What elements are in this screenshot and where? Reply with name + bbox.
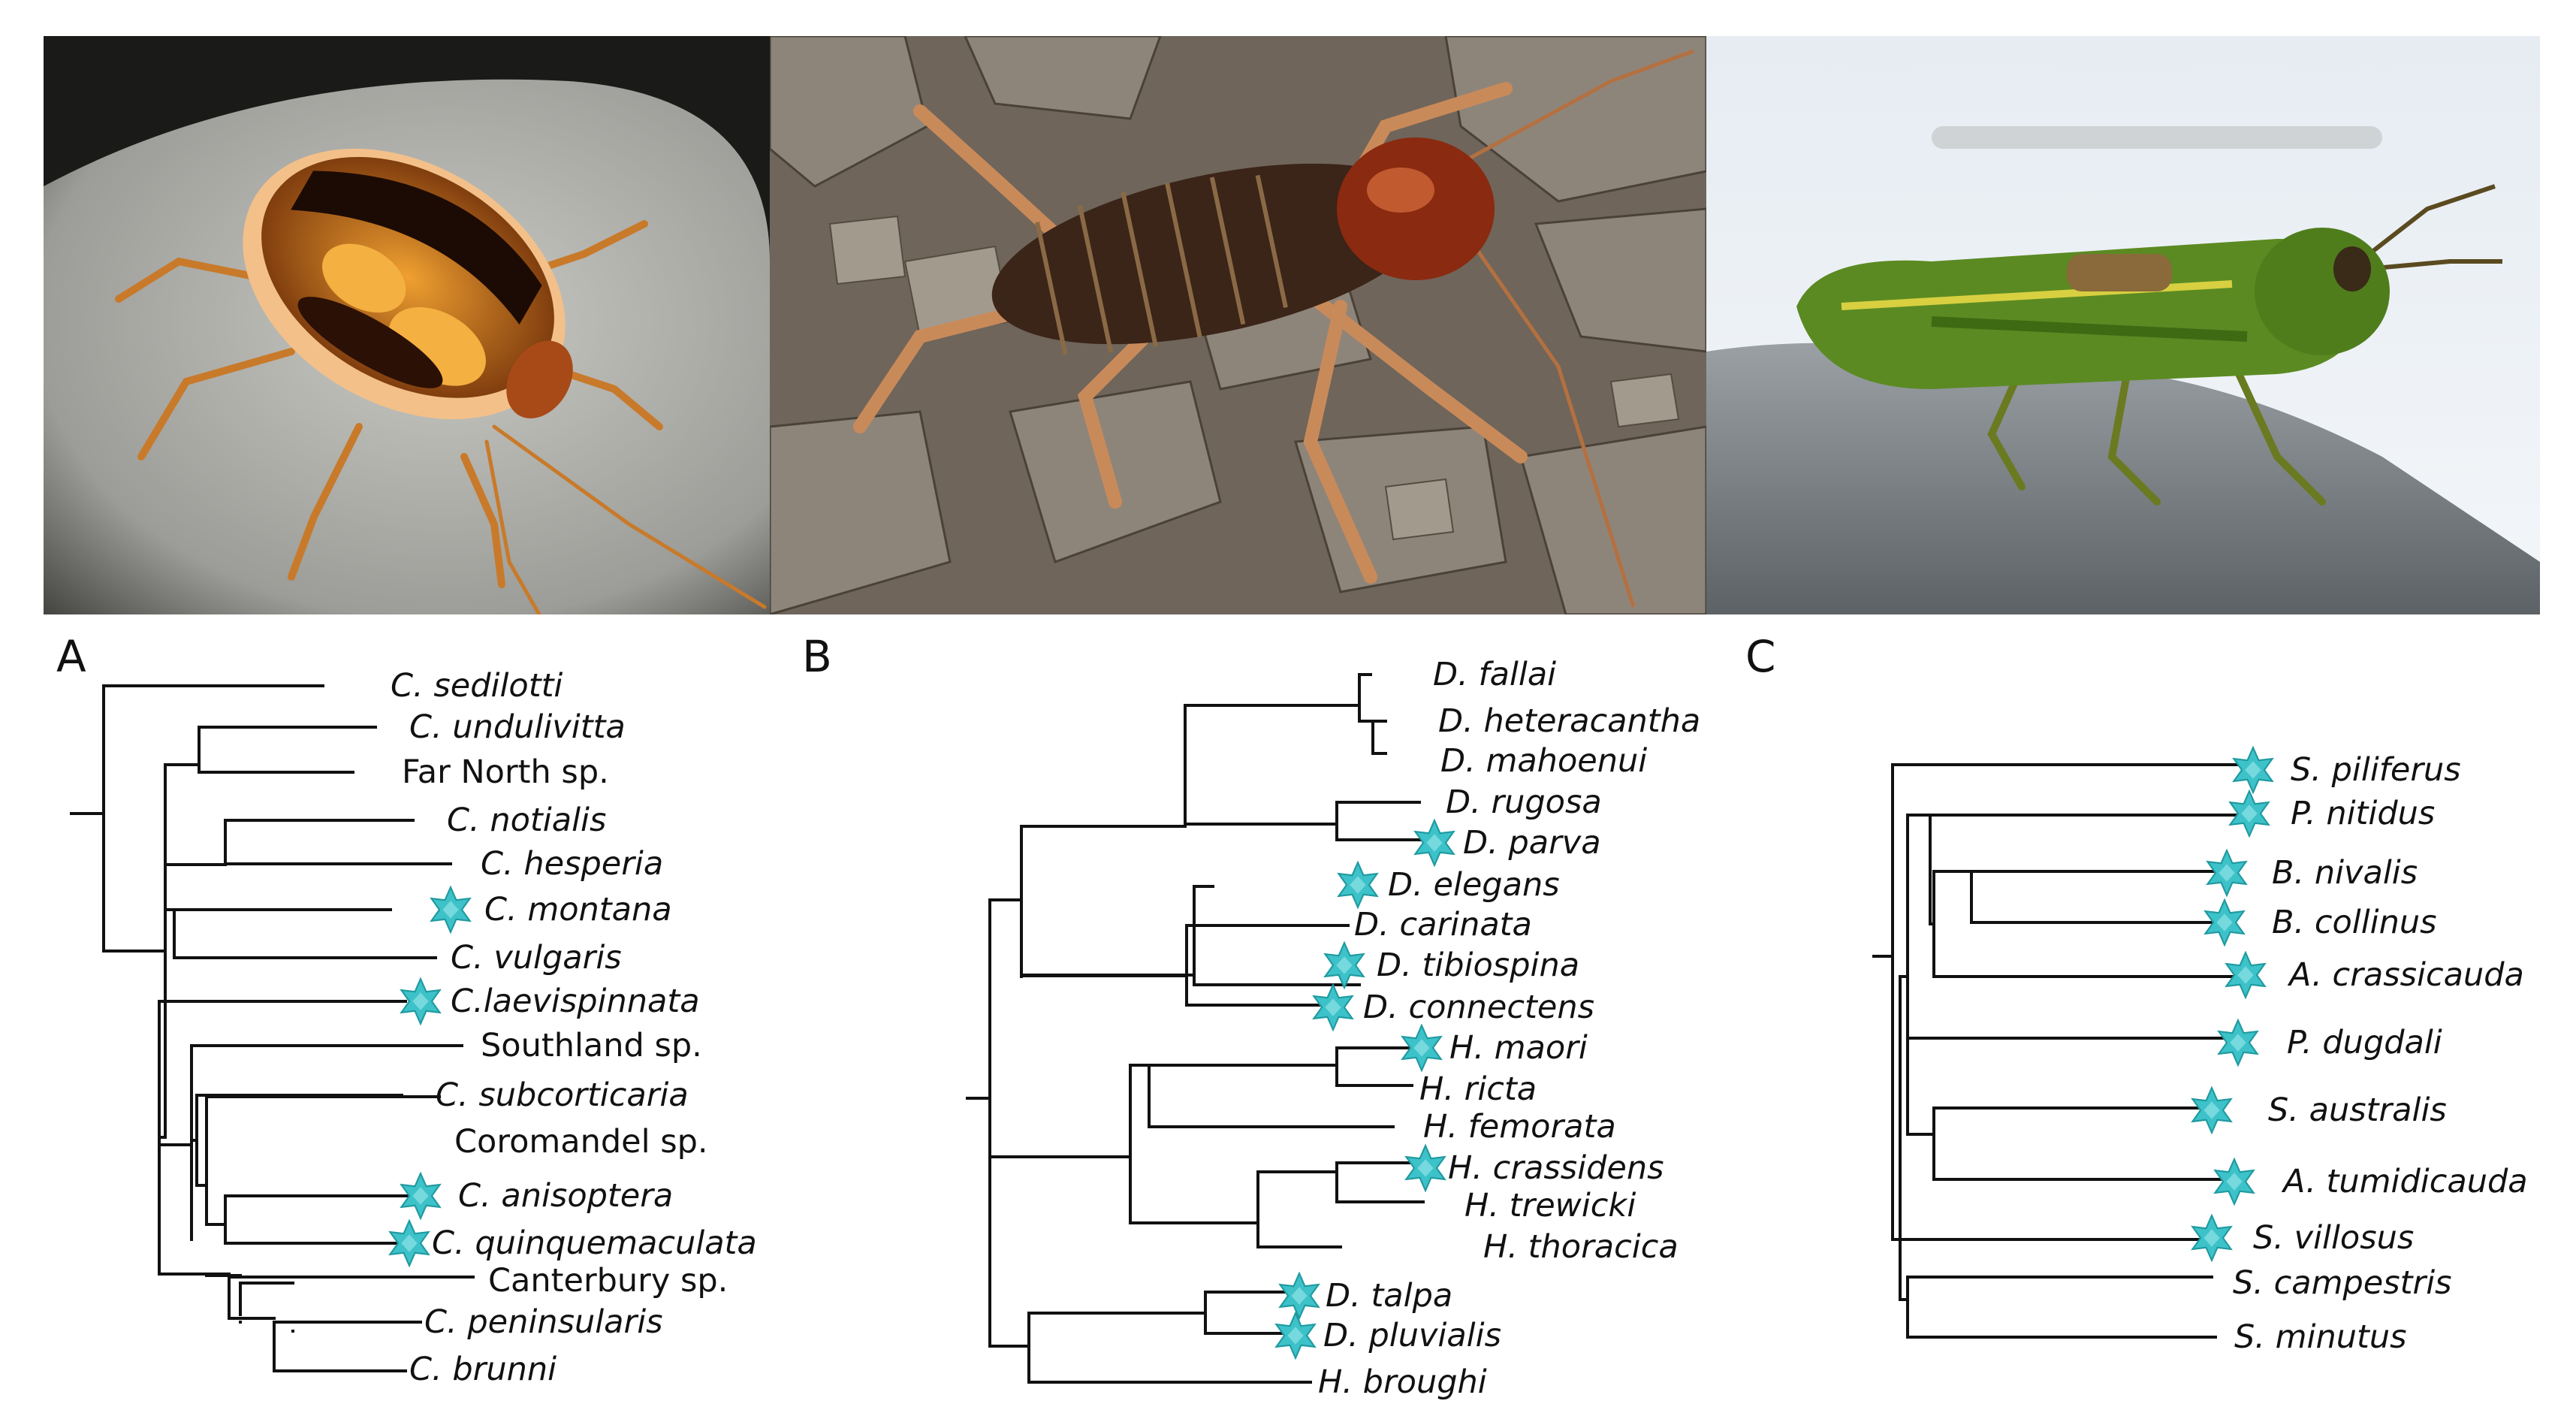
taxon-label: D. rugosa [1446,783,1602,821]
star-icon [430,886,471,933]
taxon-label: H. broughi [1318,1363,1487,1401]
tree-c: S. piliferus P. nitidus B. nivalis B. colli… [1872,747,2528,1356]
taxon-label: A. tumidicauda [2281,1163,2528,1200]
grasshopper-photo [1706,36,2540,614]
star-icon [2218,1019,2258,1066]
taxon-label: S. minutus [2234,1318,2407,1356]
taxon-label: C. sedilotti [391,667,563,705]
panel-letter-c: C [1745,631,1776,682]
taxon-label: D. pluvialis [1323,1317,1501,1354]
taxon-label: C. hesperia [481,845,663,883]
taxon-label: C. brunni [409,1351,557,1388]
star-icon [1313,984,1353,1031]
star-icon [1324,942,1365,989]
taxon-label: D. elegans [1388,866,1560,904]
star-icon [400,978,441,1025]
taxon-label: H. thoracica [1483,1228,1679,1266]
star-icon [2214,1158,2255,1205]
taxon-label: C. vulgaris [451,939,622,977]
taxon-label: S. campestris [2233,1264,2452,1302]
star-icon [1414,820,1455,866]
weta-photo [770,36,1706,614]
taxon-label: H. maori [1449,1029,1588,1067]
star-icon [1279,1273,1320,1319]
tree-b-branches-low [988,1291,1312,1384]
taxon-label: H. crassidens [1448,1149,1664,1187]
taxon-label: C. montana [484,891,672,928]
taxon-label: S. villosus [2253,1219,2414,1257]
tree-b-branches-h [988,1046,1425,1248]
taxon-label: P. nitidus [2291,795,2435,832]
taxon-label: Southland sp. [481,1027,702,1064]
taxon-label: D. connectens [1363,989,1594,1026]
taxon-label: H. femorata [1423,1108,1616,1146]
tree-a-branches-lower [158,1273,475,1372]
taxon-label: H. ricta [1419,1070,1537,1108]
star-icon [2191,1087,2232,1134]
taxon-label: C. quinquemaculata [432,1224,757,1262]
star-icon [1275,1312,1316,1359]
taxon-label: S. australis [2268,1091,2447,1129]
taxon-label: S. piliferus [2291,751,2461,789]
taxon-label: Canterbury sp. [488,1262,728,1300]
panel-letter-a: A [56,631,86,682]
tree-b-branches-mid [1020,924,1350,1007]
taxon-label: C. notialis [447,802,606,839]
tree-c-branches [1872,763,2255,1339]
taxon-label: C. peninsularis [424,1303,663,1341]
taxon-label: C. subcorticaria [436,1076,689,1114]
taxon-label: D. talpa [1326,1277,1452,1315]
taxon-label: D. tibiospina [1377,946,1579,984]
taxon-label: Coromandel sp. [454,1123,708,1161]
star-icon [2233,747,2273,793]
star-icon [1338,862,1378,908]
taxon-label: D. parva [1463,824,1601,862]
taxon-label: D. carinata [1354,906,1532,943]
taxon-label: H. trewicki [1464,1187,1636,1224]
panel-letter-b: B [802,631,832,682]
taxon-label: A. crassicauda [2287,956,2524,994]
star-icon [1405,1145,1446,1191]
taxon-label: C. undulivitta [409,708,626,746]
taxon-label: D. mahoenui [1440,742,1647,780]
taxon-label: B. collinus [2272,904,2437,941]
taxon-label: Far North sp. [402,753,609,791]
taxon-label: P. dugdali [2287,1024,2442,1061]
cockroach-photo [44,36,770,614]
taxon-label: C. anisoptera [458,1177,673,1215]
taxon-label: B. nivalis [2272,854,2418,892]
taxon-label: C.laevispinnata [451,983,700,1020]
taxon-label: D. fallai [1433,656,1556,693]
taxon-label: D. heteracantha [1438,702,1700,740]
tree-b-branches [966,673,1428,1348]
